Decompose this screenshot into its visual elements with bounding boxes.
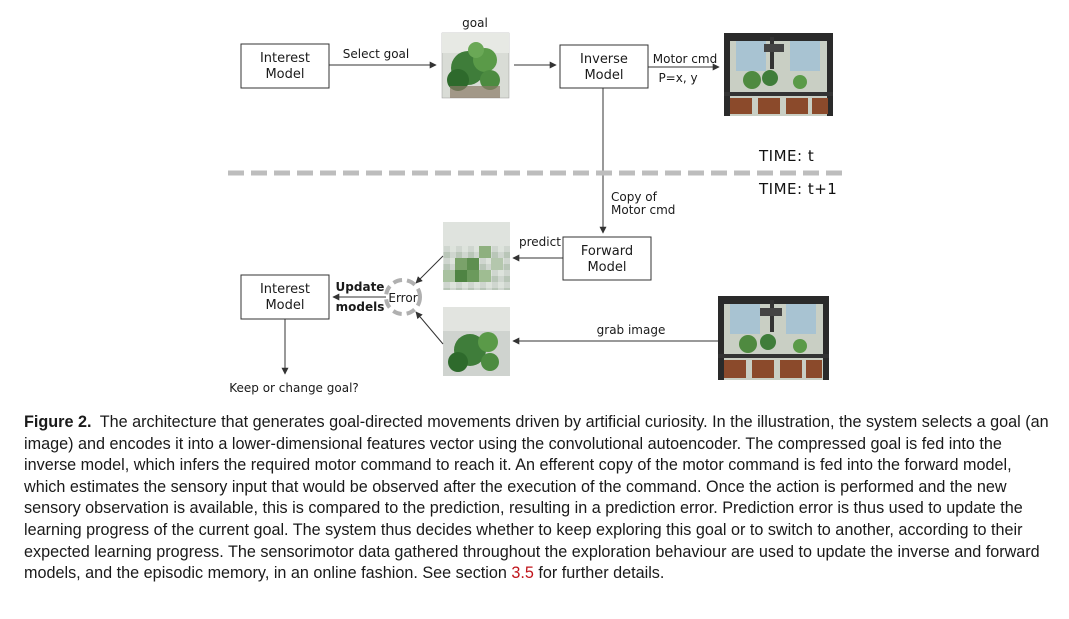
section-ref-link[interactable]: 3.5 [511, 564, 534, 583]
interest-model-top-label-1: Interest [260, 51, 310, 66]
grab-image-label: grab image [597, 323, 666, 337]
figure-caption: Figure 2. The architecture that generate… [24, 412, 1049, 585]
interest-model-top-label-2: Model [265, 67, 304, 82]
observed-image [443, 307, 510, 376]
interest-model-bottom-label-2: Model [265, 298, 304, 313]
inverse-model-label-1: Inverse [580, 52, 628, 67]
interest-model-bottom: Interest Model [240, 274, 330, 320]
inverse-model-label-2: Model [584, 68, 623, 83]
forward-model: Forward Model [562, 236, 652, 281]
predicted-to-error-arrow [415, 255, 444, 284]
time-t1-label: TIME: t+1 [758, 180, 837, 198]
robot-photo-top [724, 33, 833, 116]
interest-model-bottom-label-1: Interest [260, 282, 310, 297]
copy-of-motor-cmd-label: Motor cmd [611, 203, 675, 217]
error-label: Error [388, 291, 417, 305]
caption-text: The architecture that generates goal-dir… [24, 413, 1049, 583]
motor-cmd-value-label: P=x, y [658, 71, 697, 85]
robot-photo-bottom [718, 296, 829, 380]
caption-label: Figure 2. [24, 413, 92, 431]
update-label: Update [336, 280, 385, 294]
select-goal-label: Select goal [343, 47, 409, 61]
interest-model-top: Interest Model [240, 43, 330, 89]
forward-model-label-2: Model [587, 260, 626, 275]
caption-text-end: for further details. [538, 564, 665, 583]
goal-image-label: goal [462, 16, 488, 30]
predicted-image [443, 222, 510, 290]
predict-label: predict [519, 235, 561, 249]
motor-cmd-label: Motor cmd [653, 52, 717, 66]
forward-model-label-1: Forward [581, 244, 633, 259]
error-node: Error [384, 278, 422, 316]
goal-image [441, 32, 510, 99]
models-label: models [336, 300, 385, 314]
architecture-diagram: Interest Model Select goal goal Inverse … [228, 16, 845, 395]
time-t-label: TIME: t [758, 147, 814, 165]
observed-to-error-arrow [415, 311, 444, 345]
copy-of-label: Copy of [611, 190, 658, 204]
inverse-model: Inverse Model [559, 44, 649, 89]
keep-or-change-label: Keep or change goal? [229, 381, 359, 395]
